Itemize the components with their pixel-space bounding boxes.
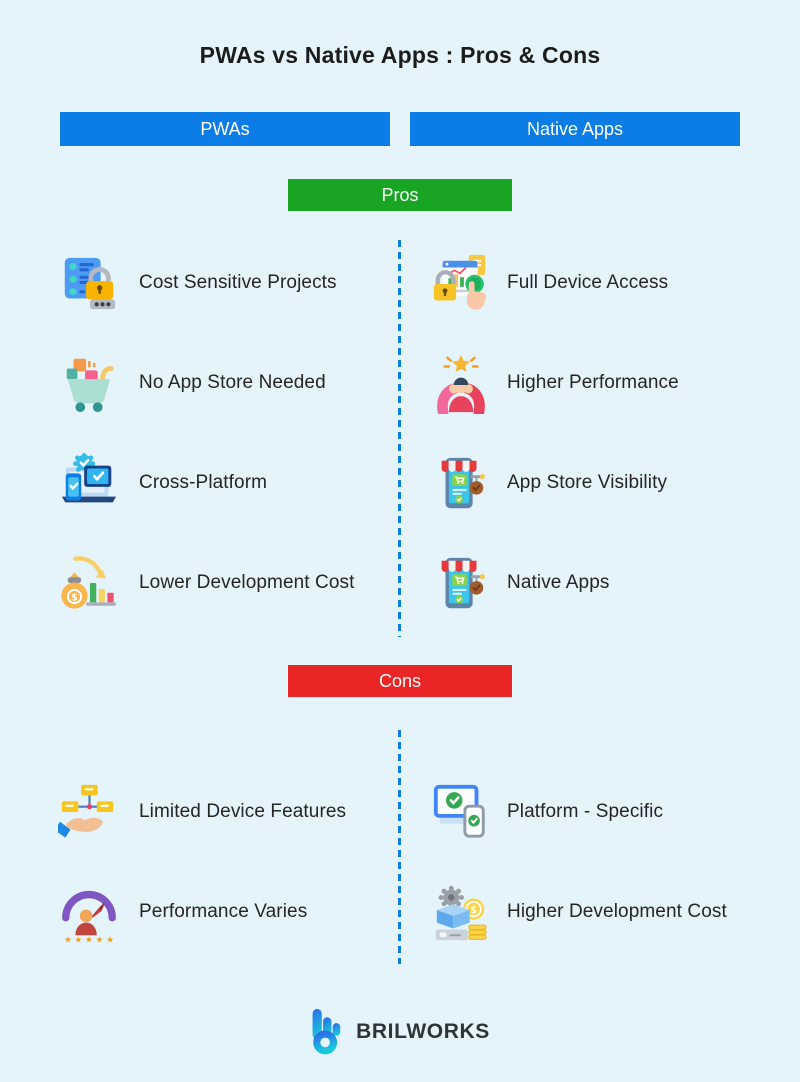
- item-label: Platform - Specific: [507, 801, 664, 822]
- cons-native-column: Platform - Specific: [400, 762, 800, 962]
- item-label: Lower Development Cost: [139, 572, 355, 593]
- shopping-cart-icon: [58, 352, 120, 414]
- item-label: No App Store Needed: [139, 372, 326, 393]
- list-item: No App Store Needed: [58, 333, 400, 433]
- item-label: Full Device Access: [507, 272, 669, 293]
- brand-footer: BRILWORKS: [0, 1008, 800, 1055]
- cons-grid: Limited Device Features ★ ★ ★ ★ ★ Perfor…: [0, 730, 800, 964]
- dashed-divider: [398, 730, 401, 964]
- pros-grid: Cost Sensitive Projects: [0, 233, 800, 637]
- money-bag-decline-chart-icon: $: [58, 552, 120, 614]
- list-item: Limited Device Features: [58, 762, 400, 862]
- list-item: Cross-Platform: [58, 433, 400, 533]
- header-pwas: PWAs: [60, 112, 390, 146]
- column-headers: PWAs Native Apps: [60, 112, 740, 146]
- list-item: $ Higher Development Co: [430, 862, 800, 962]
- item-label: Higher Performance: [507, 372, 679, 393]
- item-label: Performance Varies: [139, 901, 308, 922]
- header-native-apps: Native Apps: [410, 112, 740, 146]
- list-item: Full Device Access: [430, 233, 800, 333]
- list-item: App Store Visibility: [430, 433, 800, 533]
- item-label: Native Apps: [507, 572, 610, 593]
- svg-text:$: $: [470, 905, 477, 916]
- pros-section-label: Pros: [288, 179, 512, 211]
- item-label: Higher Development Cost: [507, 901, 727, 922]
- item-label: Cross-Platform: [139, 472, 268, 493]
- pros-native-column: Full Device Access H: [400, 233, 800, 633]
- page-title: PWAs vs Native Apps : Pros & Cons: [199, 42, 601, 68]
- cons-pwa-column: Limited Device Features ★ ★ ★ ★ ★ Perfor…: [0, 762, 400, 962]
- box-gear-coins-icon: $: [430, 881, 492, 943]
- list-item: $ Lower Development Cost: [58, 533, 400, 633]
- brilworks-logo-icon: [310, 1008, 347, 1055]
- list-item: Native Apps: [430, 533, 800, 633]
- pros-pwa-column: Cost Sensitive Projects: [0, 233, 400, 633]
- brand-name: BRILWORKS: [356, 1019, 490, 1043]
- app-store-phone-icon: [430, 552, 492, 614]
- dashed-divider: [398, 240, 401, 637]
- person-star-icon: [430, 352, 492, 414]
- hand-sitemap-icon: [58, 781, 120, 843]
- cons-section-label: Cons: [288, 665, 512, 697]
- svg-text:★ ★ ★ ★ ★: ★ ★ ★ ★ ★: [64, 936, 114, 943]
- item-label: Limited Device Features: [139, 801, 347, 822]
- laptop-phone-check-icon: [430, 781, 492, 843]
- item-label: Cost Sensitive Projects: [139, 272, 337, 293]
- app-store-phone-icon: [430, 452, 492, 514]
- svg-text:$: $: [71, 592, 78, 603]
- gauge-person-stars-icon: ★ ★ ★ ★ ★: [58, 881, 120, 943]
- multi-device-check-icon: [58, 452, 120, 514]
- device-access-hand-icon: [430, 252, 492, 314]
- list-item: Platform - Specific: [430, 762, 800, 862]
- list-item: ★ ★ ★ ★ ★ Performance Varies: [58, 862, 400, 962]
- server-lock-icon: [58, 252, 120, 314]
- list-item: Higher Performance: [430, 333, 800, 433]
- item-label: App Store Visibility: [507, 472, 668, 493]
- list-item: Cost Sensitive Projects: [58, 233, 400, 333]
